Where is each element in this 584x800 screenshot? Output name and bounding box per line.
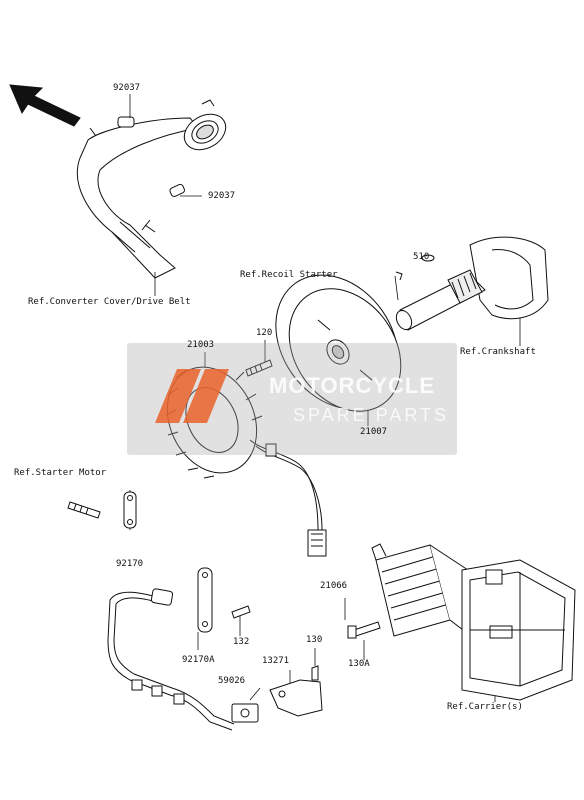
watermark-line1: MOTORCYCLE xyxy=(269,373,436,398)
carrier xyxy=(461,559,576,701)
part-label-92037-mid: 92037 xyxy=(208,191,236,201)
bolt-132 xyxy=(231,605,251,619)
pickup-coil-59026 xyxy=(231,703,259,723)
part-label-92037-top: 92037 xyxy=(113,83,141,93)
part-label-510: 510 xyxy=(413,252,430,262)
part-label-21066: 21066 xyxy=(320,581,348,591)
bracket-92170 xyxy=(67,491,137,529)
part-label-132: 132 xyxy=(233,637,250,647)
part-label-13271: 13271 xyxy=(262,656,290,666)
converter-duct xyxy=(76,99,227,279)
part-label-130a: 130A xyxy=(348,659,370,669)
ref-label-recoil-starter: Ref.Recoil Starter xyxy=(240,270,338,280)
part-label-21007: 21007 xyxy=(360,427,388,437)
bolt-130a xyxy=(347,621,381,639)
watermark-logo-icon xyxy=(155,369,229,423)
direction-arrow-icon xyxy=(9,84,81,127)
part-label-120: 120 xyxy=(256,328,273,338)
wiring-harness xyxy=(107,588,235,731)
ref-label-starter-motor: Ref.Starter Motor xyxy=(14,468,107,478)
bracket-13271 xyxy=(269,665,323,717)
bolt-120 xyxy=(245,359,273,377)
ref-label-converter-cover: Ref.Converter Cover/Drive Belt xyxy=(28,297,191,307)
ref-label-crankshaft: Ref.Crankshaft xyxy=(460,347,536,357)
part-label-92170a: 92170A xyxy=(182,655,215,665)
rotor-flywheel xyxy=(275,274,402,412)
ref-label-carrier: Ref.Carrier(s) xyxy=(447,702,523,712)
part-label-130: 130 xyxy=(306,635,323,645)
bracket-92170a xyxy=(197,567,213,633)
part-label-21003: 21003 xyxy=(187,340,215,350)
regulator-rectifier xyxy=(371,543,477,642)
part-label-59026: 59026 xyxy=(218,676,246,686)
watermark-panel: MOTORCYCLE SPARE PARTS xyxy=(127,343,457,455)
crankshaft xyxy=(395,236,549,331)
part-label-92170: 92170 xyxy=(116,559,144,569)
watermark-line2: SPARE PARTS xyxy=(293,405,450,425)
